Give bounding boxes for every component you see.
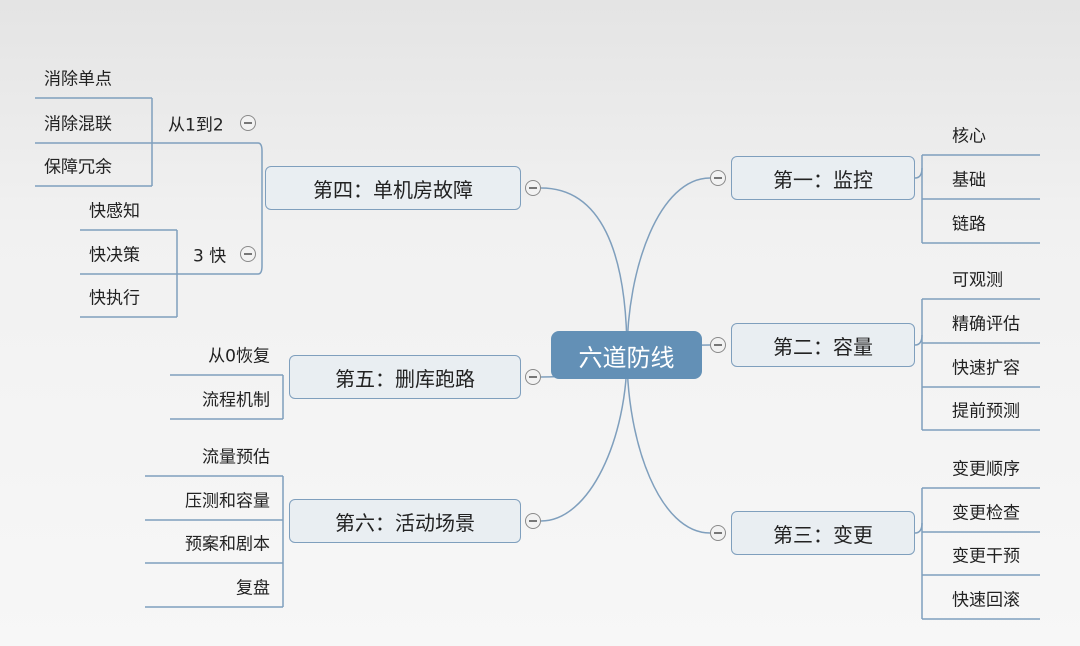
leaf-topic[interactable]: 快执行 bbox=[89, 288, 140, 309]
leaf-topic[interactable]: 变更顺序 bbox=[952, 459, 1020, 480]
collapse-toggle-icon[interactable] bbox=[525, 180, 541, 196]
main-branch-line bbox=[626, 177, 711, 356]
subtopic-label[interactable]: 从1到2 bbox=[168, 115, 224, 136]
leaf-topic[interactable]: 核心 bbox=[952, 126, 986, 147]
leaf-topic[interactable]: 保障冗余 bbox=[44, 157, 112, 178]
main-branch-line bbox=[626, 354, 711, 534]
main-branch-line bbox=[540, 187, 628, 356]
leaf-topic[interactable]: 消除混联 bbox=[44, 114, 112, 135]
collapse-toggle-icon[interactable] bbox=[525, 513, 541, 529]
group-connector bbox=[152, 142, 263, 188]
leaf-topic[interactable]: 流量预估 bbox=[202, 447, 270, 468]
leaf-topic[interactable]: 快速扩容 bbox=[952, 358, 1020, 379]
branch-b6[interactable]: 第六：活动场景 bbox=[289, 499, 521, 543]
leaf-topic[interactable]: 可观测 bbox=[952, 270, 1003, 291]
leaf-bracket bbox=[914, 334, 923, 346]
collapse-toggle-icon[interactable] bbox=[710, 170, 726, 186]
collapse-toggle-icon[interactable] bbox=[240, 115, 256, 131]
leaf-topic[interactable]: 链路 bbox=[952, 214, 986, 235]
collapse-toggle-icon[interactable] bbox=[525, 369, 541, 385]
collapse-toggle-icon[interactable] bbox=[710, 337, 726, 353]
branch-b4[interactable]: 第四：单机房故障 bbox=[265, 166, 521, 210]
leaf-topic[interactable]: 消除单点 bbox=[44, 69, 112, 90]
leaf-topic[interactable]: 精确评估 bbox=[952, 314, 1020, 335]
leaf-topic[interactable]: 变更干预 bbox=[952, 546, 1020, 567]
leaf-topic[interactable]: 预案和剧本 bbox=[185, 534, 270, 555]
main-branch-line bbox=[540, 354, 628, 522]
branch-b3[interactable]: 第三：变更 bbox=[731, 511, 915, 555]
leaf-topic[interactable]: 变更检查 bbox=[952, 503, 1020, 524]
leaf-topic[interactable]: 快感知 bbox=[89, 201, 140, 222]
leaf-bracket bbox=[914, 167, 923, 179]
collapse-toggle-icon[interactable] bbox=[710, 525, 726, 541]
collapse-toggle-icon[interactable] bbox=[240, 246, 256, 262]
leaf-topic[interactable]: 压测和容量 bbox=[185, 491, 270, 512]
leaf-topic[interactable]: 流程机制 bbox=[202, 390, 270, 411]
group-connector bbox=[177, 188, 263, 275]
subtopic-label[interactable]: 3 快 bbox=[193, 246, 227, 267]
branch-b1[interactable]: 第一：监控 bbox=[731, 156, 915, 200]
leaf-topic[interactable]: 从0恢复 bbox=[208, 346, 270, 367]
central-topic[interactable]: 六道防线 bbox=[551, 331, 702, 379]
leaf-topic[interactable]: 复盘 bbox=[236, 578, 270, 599]
leaf-topic[interactable]: 快速回滚 bbox=[952, 590, 1020, 611]
branch-b5[interactable]: 第五：删库跑路 bbox=[289, 355, 521, 399]
branch-b2[interactable]: 第二：容量 bbox=[731, 323, 915, 367]
leaf-topic[interactable]: 提前预测 bbox=[952, 401, 1020, 422]
leaf-topic[interactable]: 快决策 bbox=[89, 245, 140, 266]
leaf-topic[interactable]: 基础 bbox=[952, 170, 986, 191]
leaf-bracket bbox=[914, 522, 923, 534]
